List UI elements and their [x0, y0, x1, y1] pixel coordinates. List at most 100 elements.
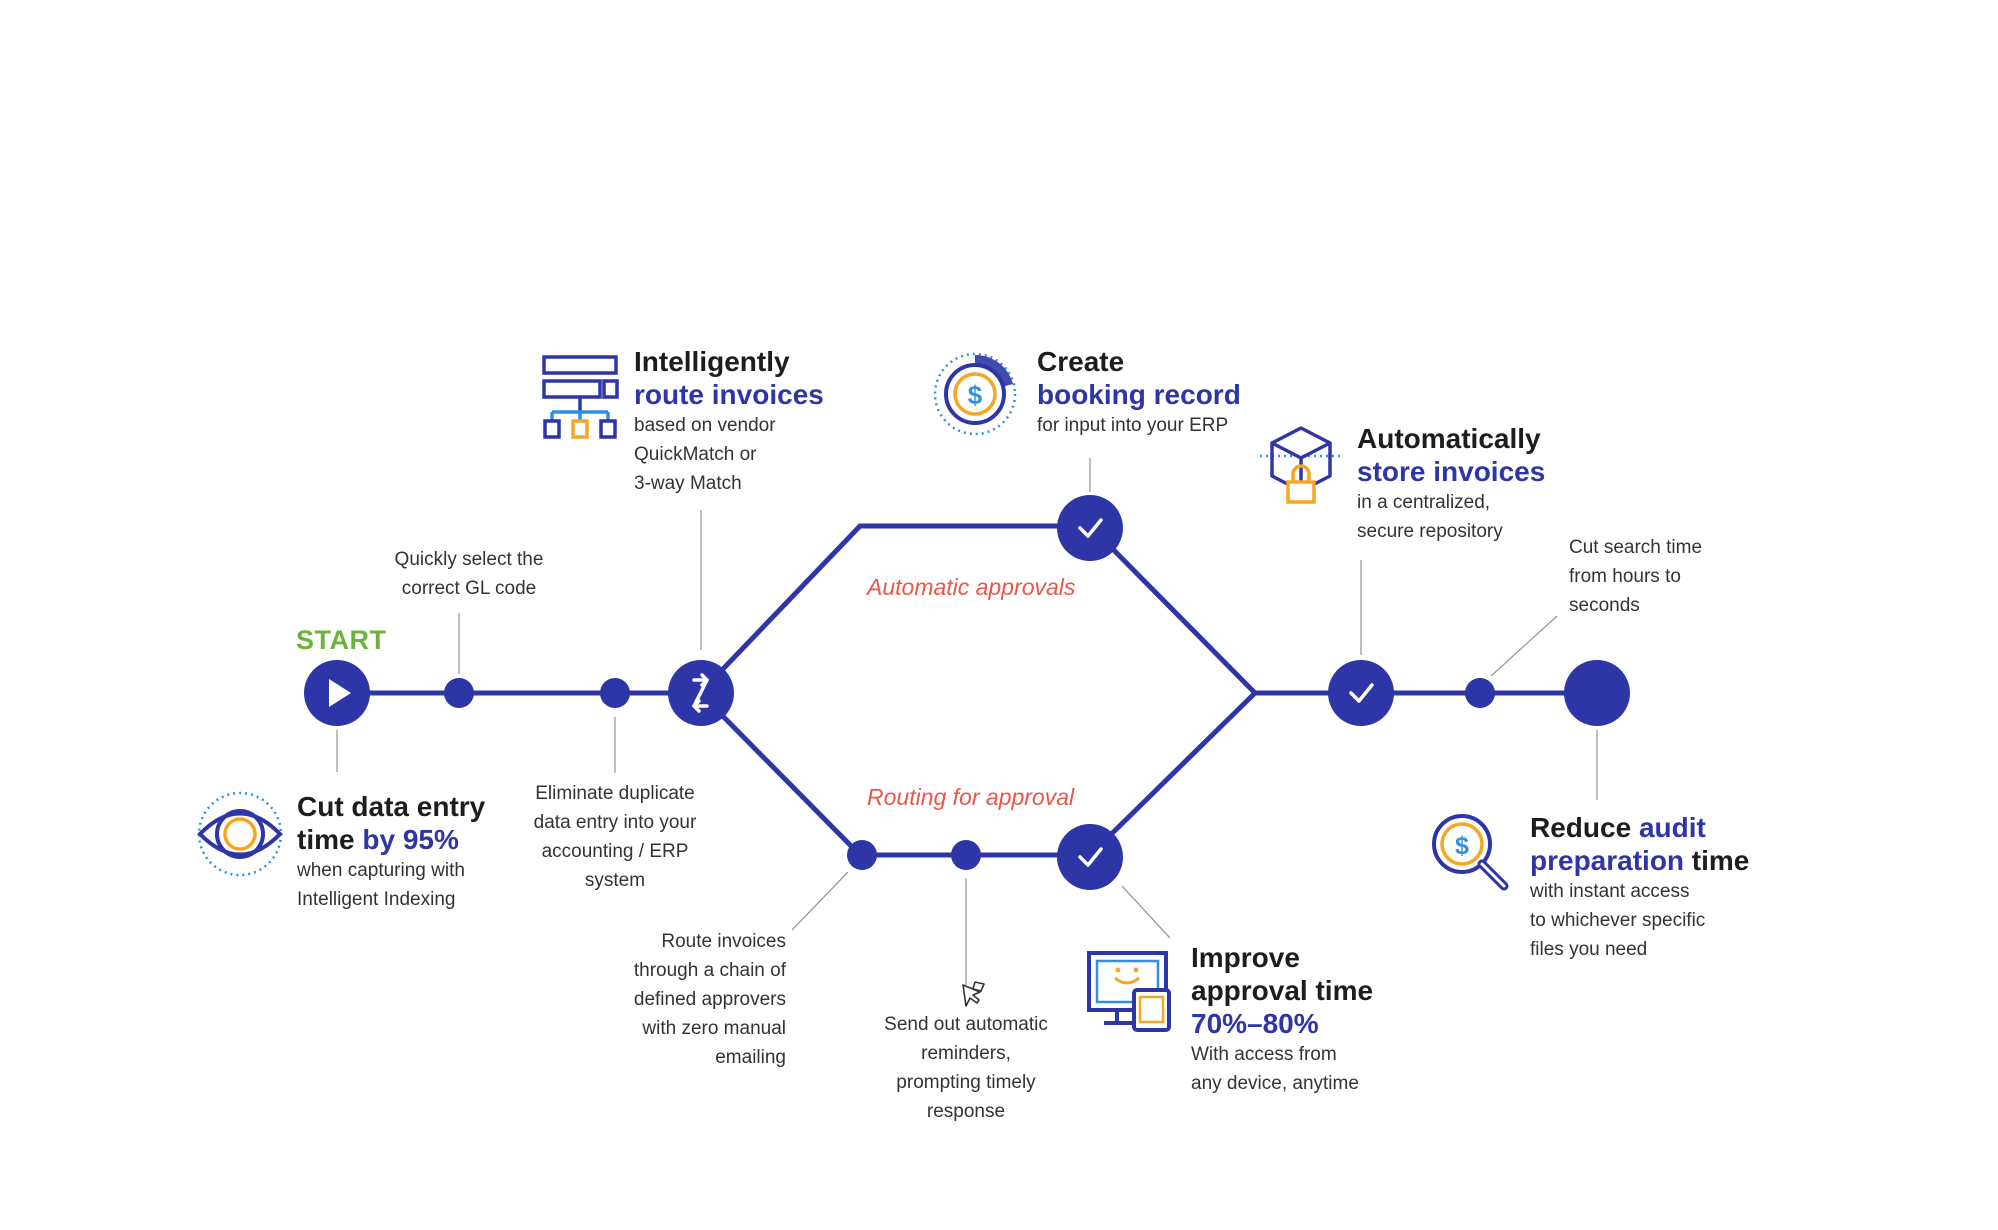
route-title-line1: Intelligently: [634, 346, 790, 377]
desc-line: with instant access: [1530, 881, 1690, 902]
cut-entry-title-percent: by 95%: [362, 824, 459, 855]
leader-lines: [336, 458, 1598, 985]
desc-line: based on vendor: [634, 415, 776, 436]
audit-desc: with instant access to whichever specifi…: [1530, 877, 1749, 964]
desc-line: with zero manual: [642, 1018, 786, 1039]
cut-entry-title-time: time: [297, 824, 363, 855]
booking-title-line2: booking record: [1037, 379, 1241, 410]
search-node: [1465, 678, 1495, 708]
locked-box-icon: [1260, 426, 1342, 504]
desc-line: Send out automatic: [884, 1014, 1048, 1035]
store-block: Automatically store invoices in a centra…: [1357, 422, 1545, 546]
desc-line: system: [584, 870, 646, 891]
search-desc: Cut search time from hours to seconds: [1569, 533, 1702, 620]
approval-title-line1: Improve: [1191, 942, 1300, 973]
eliminate-desc: Eliminate duplicate data entry into your…: [510, 779, 720, 895]
cut-entry-title-line2: time by 95%: [297, 823, 485, 856]
audit-block: Reduce audit preparation time with insta…: [1530, 811, 1749, 964]
booking-title: Create booking record: [1037, 345, 1241, 411]
desc-line: Eliminate duplicate: [535, 783, 695, 804]
upper-path: [698, 523, 1257, 695]
desc-line: Intelligent Indexing: [297, 889, 456, 910]
approval-title-line2: approval time: [1191, 975, 1374, 1006]
check-icon: [1349, 683, 1374, 703]
desc-line: 3-way Match: [634, 473, 742, 494]
leader-chain: [791, 871, 849, 931]
store-check-node: [1328, 660, 1394, 726]
store-title-line1: Automatically: [1357, 423, 1541, 454]
desc-line: correct GL code: [401, 578, 537, 599]
reminders-node: [951, 840, 981, 870]
cut-entry-title-line1: Cut data entry: [297, 791, 486, 822]
eye-icon: [197, 791, 283, 877]
approval-block: Improve approval time 70%–80% With acces…: [1191, 941, 1373, 1098]
desc-line: to whichever specific: [1530, 910, 1706, 931]
end-node: [1564, 660, 1630, 726]
route-title: Intelligently route invoices: [634, 345, 824, 411]
check-icon: [1078, 518, 1103, 538]
desc-line: reminders,: [921, 1043, 1011, 1064]
cut-entry-title: Cut data entry time by 95%: [297, 790, 485, 856]
eliminate-node: [600, 678, 630, 708]
store-title-line2: store invoices: [1357, 456, 1546, 487]
desc-line: when capturing with: [297, 860, 465, 881]
desc-line: for input into your ERP: [1037, 415, 1229, 436]
desc-line: through a chain of: [633, 960, 786, 981]
gl-code-node: [444, 678, 474, 708]
routing-for-approval-label: Routing for approval: [867, 784, 1075, 810]
leader-search: [1490, 615, 1558, 677]
reminders-desc: Send out automatic reminders, prompting …: [856, 1010, 1076, 1126]
booking-desc: for input into your ERP: [1037, 411, 1241, 440]
desc-line: Quickly select the: [394, 549, 544, 570]
automatic-approvals-label: Automatic approvals: [867, 574, 1076, 600]
chain-node: [847, 840, 877, 870]
booking-title-line1: Create: [1037, 346, 1125, 377]
devices-icon: [1087, 951, 1171, 1032]
approval-title-line3: 70%–80%: [1191, 1008, 1319, 1039]
gl-code-desc: Quickly select the correct GL code: [369, 545, 569, 603]
desc-line: response: [926, 1101, 1006, 1122]
check-icon: [1078, 847, 1103, 867]
flowchart-icon: [542, 355, 619, 439]
arrows-icon: [692, 673, 709, 713]
svg-text:$: $: [1455, 832, 1469, 860]
desc-line: emailing: [715, 1047, 786, 1068]
dollar-coin-icon: $: [933, 352, 1017, 436]
leader-approval: [1121, 885, 1171, 939]
cut-entry-desc: when capturing with Intelligent Indexing: [297, 856, 485, 914]
desc-line: any device, anytime: [1191, 1073, 1359, 1094]
desc-line: from hours to: [1569, 566, 1681, 587]
audit-title-audit: audit: [1638, 812, 1706, 843]
desc-line: QuickMatch or: [634, 444, 757, 465]
start-label: START: [296, 625, 387, 655]
cursor-flag-icon: [962, 981, 985, 1007]
audit-title-preparation: preparation: [1530, 845, 1685, 876]
desc-line: Cut search time: [1569, 537, 1703, 558]
desc-line: prompting timely: [896, 1072, 1036, 1093]
approval-check-node: [1057, 824, 1123, 890]
store-title: Automatically store invoices: [1357, 422, 1545, 488]
audit-title-line2: preparation time: [1530, 844, 1749, 877]
svg-text:$: $: [968, 380, 983, 410]
desc-line: files you need: [1530, 939, 1648, 960]
desc-line: seconds: [1569, 595, 1640, 616]
play-icon: [329, 679, 351, 707]
audit-title: Reduce audit preparation time: [1530, 811, 1749, 877]
audit-title-line1: Reduce audit: [1530, 811, 1749, 844]
chain-desc: Route invoices through a chain of define…: [560, 927, 786, 1072]
desc-line: With access from: [1191, 1044, 1337, 1065]
desc-line: data entry into your: [533, 812, 697, 833]
approval-desc: With access from any device, anytime: [1191, 1040, 1373, 1098]
desc-line: defined approvers: [633, 989, 786, 1010]
store-desc: in a centralized, secure repository: [1357, 488, 1545, 546]
audit-title-reduce: Reduce: [1530, 812, 1639, 843]
booking-check-node: [1057, 495, 1123, 561]
route-desc: based on vendor QuickMatch or 3-way Matc…: [634, 411, 824, 498]
booking-block: Create booking record for input into you…: [1037, 345, 1241, 440]
desc-line: accounting / ERP: [541, 841, 689, 862]
route-block: Intelligently route invoices based on ve…: [634, 345, 824, 498]
magnifier-dollar-icon: $: [1432, 814, 1509, 891]
approval-title: Improve approval time 70%–80%: [1191, 941, 1373, 1040]
